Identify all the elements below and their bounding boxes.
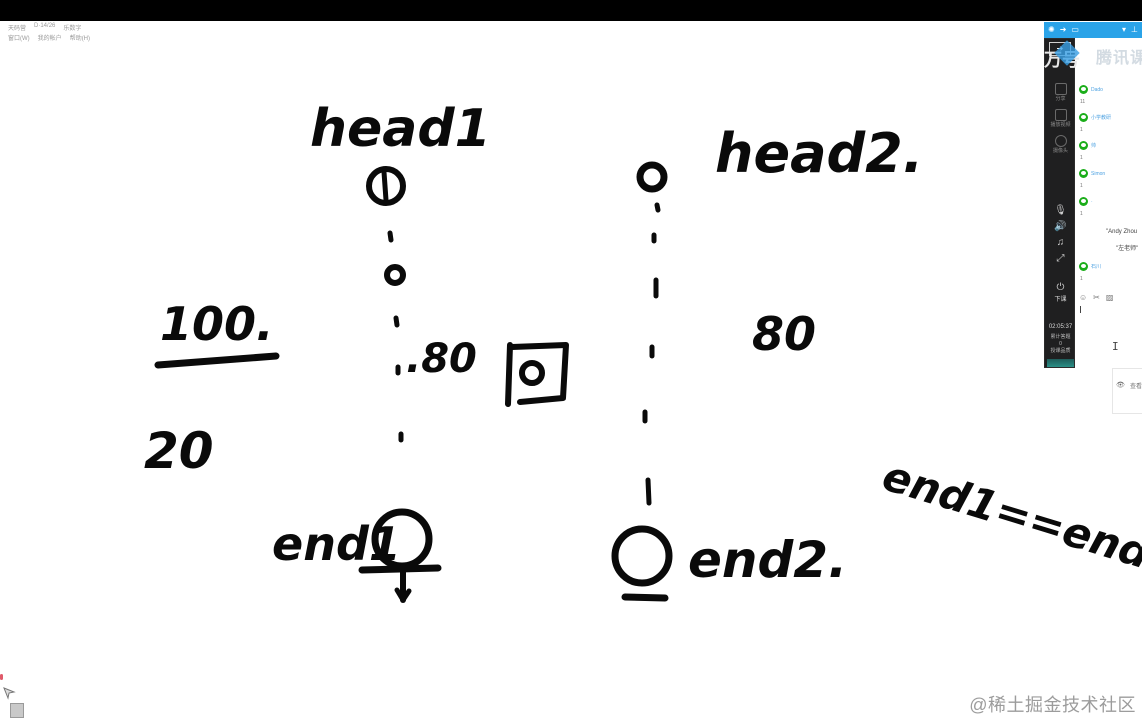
eye-icon: 👁 (1116, 382, 1125, 389)
microphone-button[interactable]: 🎙 (1045, 205, 1076, 217)
chat-message: Dado (1079, 85, 1103, 94)
speaker-button[interactable]: 🔊 (1045, 221, 1076, 233)
scissors-icon[interactable]: ✂ (1093, 293, 1100, 302)
label-head1: head1 (310, 99, 491, 159)
quote-line-1: "Andy Zhou (1106, 229, 1138, 235)
eraser-tool-icon[interactable] (10, 703, 24, 718)
chat-toolbar: ☺ ✂ ▨ (1079, 293, 1113, 302)
watermark: @稀土掘金技术社区 (969, 695, 1136, 715)
chat-message: Simon (1079, 169, 1105, 178)
box-circle-symbol (519, 360, 545, 386)
speaker-icon: 🔊 (1054, 221, 1067, 232)
microphone-icon: 🎙 (1054, 205, 1067, 216)
tool-play-video[interactable]: 播放视频 (1045, 109, 1076, 128)
text-cursor-icon: I (1112, 340, 1119, 353)
menu-info-2: D·14/26 (34, 23, 56, 29)
end-class-button[interactable]: ⏻ 下课 (1045, 282, 1076, 303)
menu-account[interactable]: 我的帐户 (37, 36, 62, 42)
class-timer: 02:05:37 (1048, 324, 1073, 330)
wechat-icon (1079, 113, 1088, 122)
teacher-toolbar: ➔ 分享 播放视频 摄像头 🎙 🔊 ♫ ⤢ ⏻ 下课 02:05:37 (1044, 38, 1075, 368)
label-equation: end1==end2 (877, 451, 1142, 587)
title-bar (0, 0, 1142, 21)
node-middle1 (384, 264, 406, 286)
underline-100 (154, 352, 280, 369)
settings-icon[interactable]: ✺ (1048, 25, 1055, 34)
quote-line-2: "左老师" (1116, 246, 1139, 252)
indicator-dot (0, 674, 3, 680)
node-head1 (366, 166, 406, 206)
side-view-card[interactable]: 👁 查看 (1112, 368, 1142, 414)
music-icon: ♫ (1056, 237, 1065, 248)
menu-info-3: 乐数字 (63, 26, 82, 32)
share-screen-button[interactable]: ➔ (1049, 42, 1071, 56)
chat-message: 小学教研 (1079, 113, 1111, 122)
window-icon[interactable]: ▭ (1071, 25, 1079, 34)
label-100: 100. (160, 297, 274, 351)
panel-header: ✺ ➜ ▭ ▾ ⊥ (1044, 22, 1142, 38)
chat-message: 帅 (1079, 141, 1096, 150)
minimize-icon[interactable]: ▾ (1122, 25, 1127, 34)
music-button[interactable]: ♫ (1045, 237, 1076, 249)
fullscreen-icon: ⤢ (1056, 253, 1065, 264)
tool-camera[interactable]: 摄像头 (1045, 135, 1076, 154)
label-head2: head2. (715, 122, 923, 185)
audio-level-meter (1047, 359, 1074, 367)
menu-info-1: 天码营 (8, 26, 27, 32)
wechat-icon (1079, 169, 1088, 178)
power-icon: ⏻ (1056, 282, 1065, 293)
wechat-icon (1079, 141, 1088, 150)
pointer-tool-icon[interactable] (2, 686, 16, 700)
label-80-left: .80 (406, 336, 477, 382)
label-80-right: 80 (752, 307, 816, 361)
camera-icon (1054, 135, 1067, 147)
chat-message: 石川 (1079, 262, 1101, 271)
wechat-icon (1079, 197, 1088, 206)
menu-bar: 天码营 D·14/26 乐数字 窗口(W) 我的帐户 帮助(H) (0, 21, 200, 43)
menu-window[interactable]: 窗口(W) (8, 36, 30, 42)
pin-icon[interactable]: ⊥ (1131, 25, 1138, 34)
wechat-icon (1079, 85, 1088, 94)
chat-message: · (1079, 197, 1093, 206)
label-end2: end2. (688, 531, 847, 589)
whiteboard-canvas[interactable]: head1 .80 100. 20 end1 (0, 21, 1142, 721)
fullscreen-button[interactable]: ⤢ (1045, 253, 1076, 265)
label-20: 20 (144, 422, 214, 480)
emoji-icon[interactable]: ☺ (1079, 293, 1088, 302)
chat-input-caret[interactable] (1080, 306, 1081, 313)
live-class-panel: ✺ ➜ ▭ ▾ ⊥ ➔ 分享 播放视频 摄像头 🎙 🔊 ♫ ⤢ (1044, 22, 1142, 368)
play-icon (1054, 109, 1067, 121)
node-end2 (611, 525, 673, 587)
share-icon[interactable]: ➜ (1059, 25, 1067, 34)
tool-share[interactable]: 分享 (1045, 83, 1076, 102)
node-head2 (636, 161, 668, 193)
menu-help[interactable]: 帮助(H) (69, 36, 91, 42)
class-stats: 累计答题 0 授课品质 (1050, 334, 1071, 354)
wechat-icon (1079, 262, 1088, 271)
chat-area: 万号 腾讯课堂 Dado 11 小学教研 1 帅 1 Simon 1 · 1 "… (1044, 38, 1142, 368)
monitor-icon (1054, 83, 1067, 95)
image-icon[interactable]: ▨ (1105, 293, 1114, 302)
